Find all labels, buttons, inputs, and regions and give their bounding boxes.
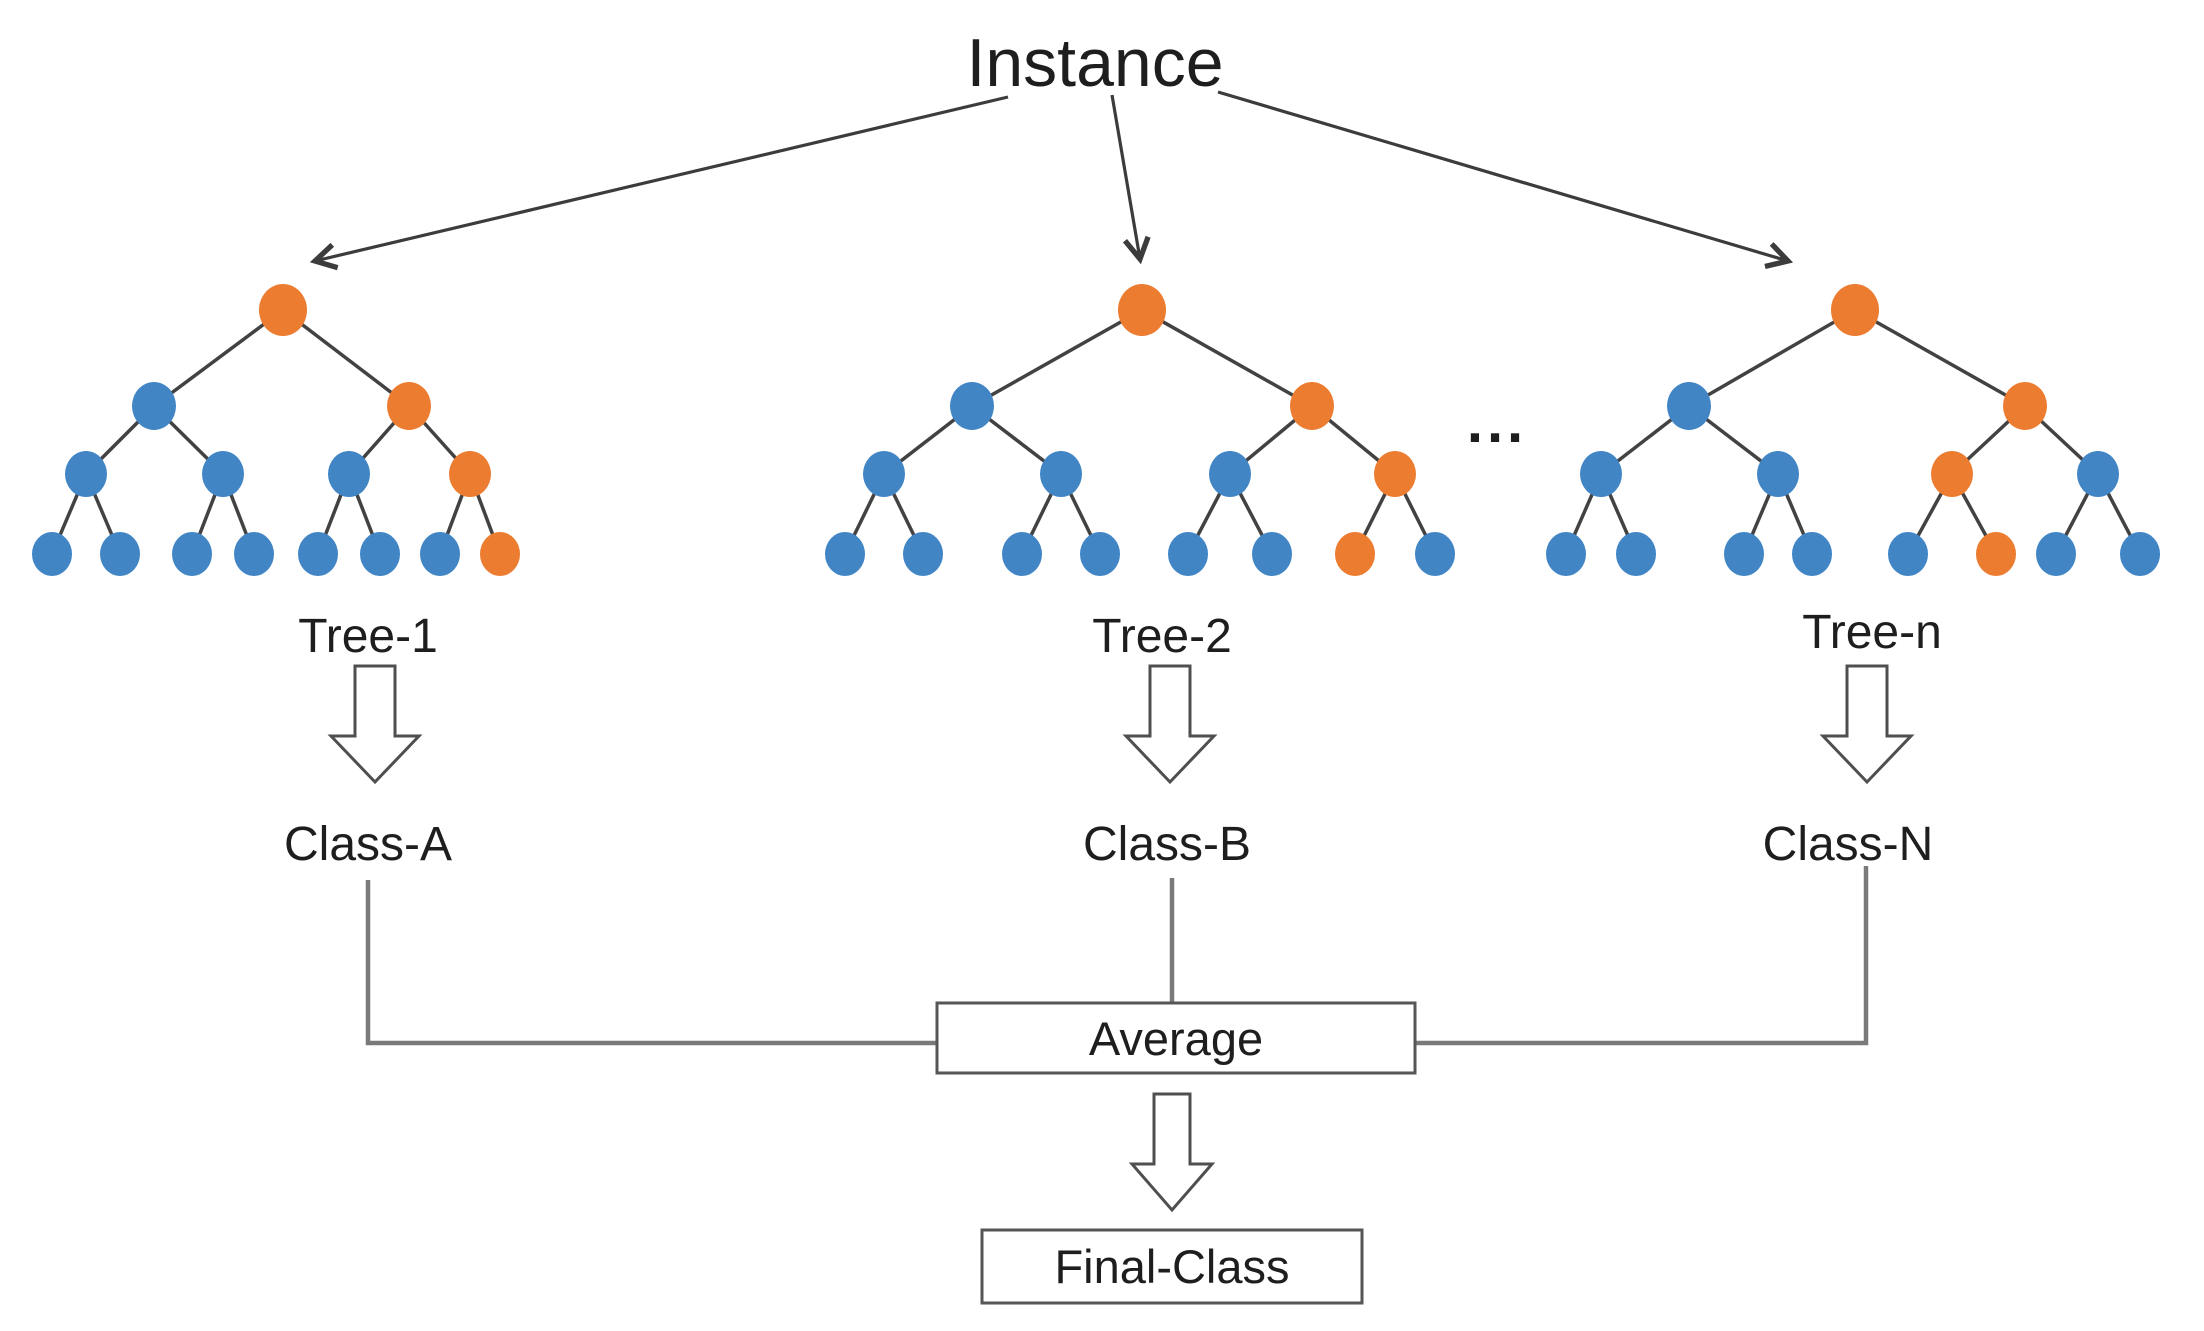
- block-down-arrow-tree-n-icon: [1819, 664, 1915, 785]
- tree-edge: [281, 308, 411, 408]
- leaf-node: [32, 532, 72, 576]
- split-node: [1580, 451, 1622, 497]
- arrow-to-tree-1-icon: [309, 95, 1009, 271]
- tree-n-label: Tree-n: [1802, 606, 1942, 659]
- leaf-node: [1002, 532, 1042, 576]
- leaf-node: [1616, 532, 1656, 576]
- connector-class-a-to-average: [365, 880, 937, 1046]
- leaf-node: [1888, 532, 1928, 576]
- root-node: [1118, 284, 1166, 336]
- leaf-node: [172, 532, 212, 576]
- tree-edge: [1688, 308, 1856, 408]
- split-node: [950, 382, 994, 430]
- instance-fanout-arrows: [309, 90, 1794, 271]
- leaf-node: [420, 532, 460, 576]
- final-class-label: Final-Class: [1054, 1240, 1289, 1293]
- leaf-node: [1168, 532, 1208, 576]
- final-class-box: [980, 1228, 1364, 1305]
- leaf-node: [360, 532, 400, 576]
- leaf-node: [1976, 532, 2016, 576]
- leaf-node: [1792, 532, 1832, 576]
- root-node: [1831, 284, 1879, 336]
- tree-2: [825, 284, 1455, 576]
- split-node: [1757, 451, 1799, 497]
- leaf-node: [903, 532, 943, 576]
- connector-class-n-to-average: [1415, 866, 1869, 1046]
- split-node: [202, 451, 244, 497]
- tree-edge: [1141, 308, 1313, 408]
- split-node: [1040, 451, 1082, 497]
- leaf-node: [1724, 532, 1764, 576]
- tree-2-label: Tree-2: [1092, 610, 1232, 663]
- block-down-arrow-average-icon: [1128, 1092, 1216, 1213]
- split-node: [1209, 451, 1251, 497]
- split-node: [1931, 451, 1973, 497]
- leaf-node: [2036, 532, 2076, 576]
- block-down-arrow-tree-1-icon: [327, 664, 423, 785]
- leaf-node: [2120, 532, 2160, 576]
- class-n-label: Class-N: [1763, 818, 1934, 871]
- split-node: [449, 451, 491, 497]
- leaf-node: [234, 532, 274, 576]
- split-node: [1374, 451, 1416, 497]
- leaf-node: [1415, 532, 1455, 576]
- ellipsis-dots: ...: [1467, 390, 1527, 455]
- class-b-label: Class-B: [1083, 818, 1251, 871]
- leaf-node: [298, 532, 338, 576]
- leaf-node: [1252, 532, 1292, 576]
- leaf-node: [825, 532, 865, 576]
- split-node: [65, 451, 107, 497]
- leaf-node: [1335, 532, 1375, 576]
- tree-1-label: Tree-1: [298, 610, 438, 663]
- split-node: [387, 382, 431, 430]
- class-a-label: Class-A: [284, 818, 452, 871]
- root-node: [259, 284, 307, 336]
- arrow-to-tree-2-icon: [1110, 94, 1151, 265]
- split-node: [1290, 382, 1334, 430]
- instance-title: Instance: [966, 25, 1223, 101]
- split-node: [132, 382, 176, 430]
- arrow-to-tree-n-icon: [1217, 90, 1794, 269]
- split-node: [2003, 382, 2047, 430]
- leaf-node: [1546, 532, 1586, 576]
- leaf-node: [480, 532, 520, 576]
- tree-edge: [1854, 308, 2026, 408]
- split-node: [1667, 382, 1711, 430]
- split-node: [2077, 451, 2119, 497]
- leaf-node: [100, 532, 140, 576]
- average-label: Average: [1089, 1012, 1263, 1065]
- tree-edge: [152, 308, 285, 408]
- split-node: [863, 451, 905, 497]
- split-node: [328, 451, 370, 497]
- tree-1: [32, 284, 520, 576]
- tree-n: [1546, 284, 2160, 576]
- leaf-node: [1080, 532, 1120, 576]
- block-down-arrow-tree-2-icon: [1122, 664, 1218, 785]
- average-box: [935, 1001, 1417, 1075]
- tree-edge: [971, 308, 1143, 408]
